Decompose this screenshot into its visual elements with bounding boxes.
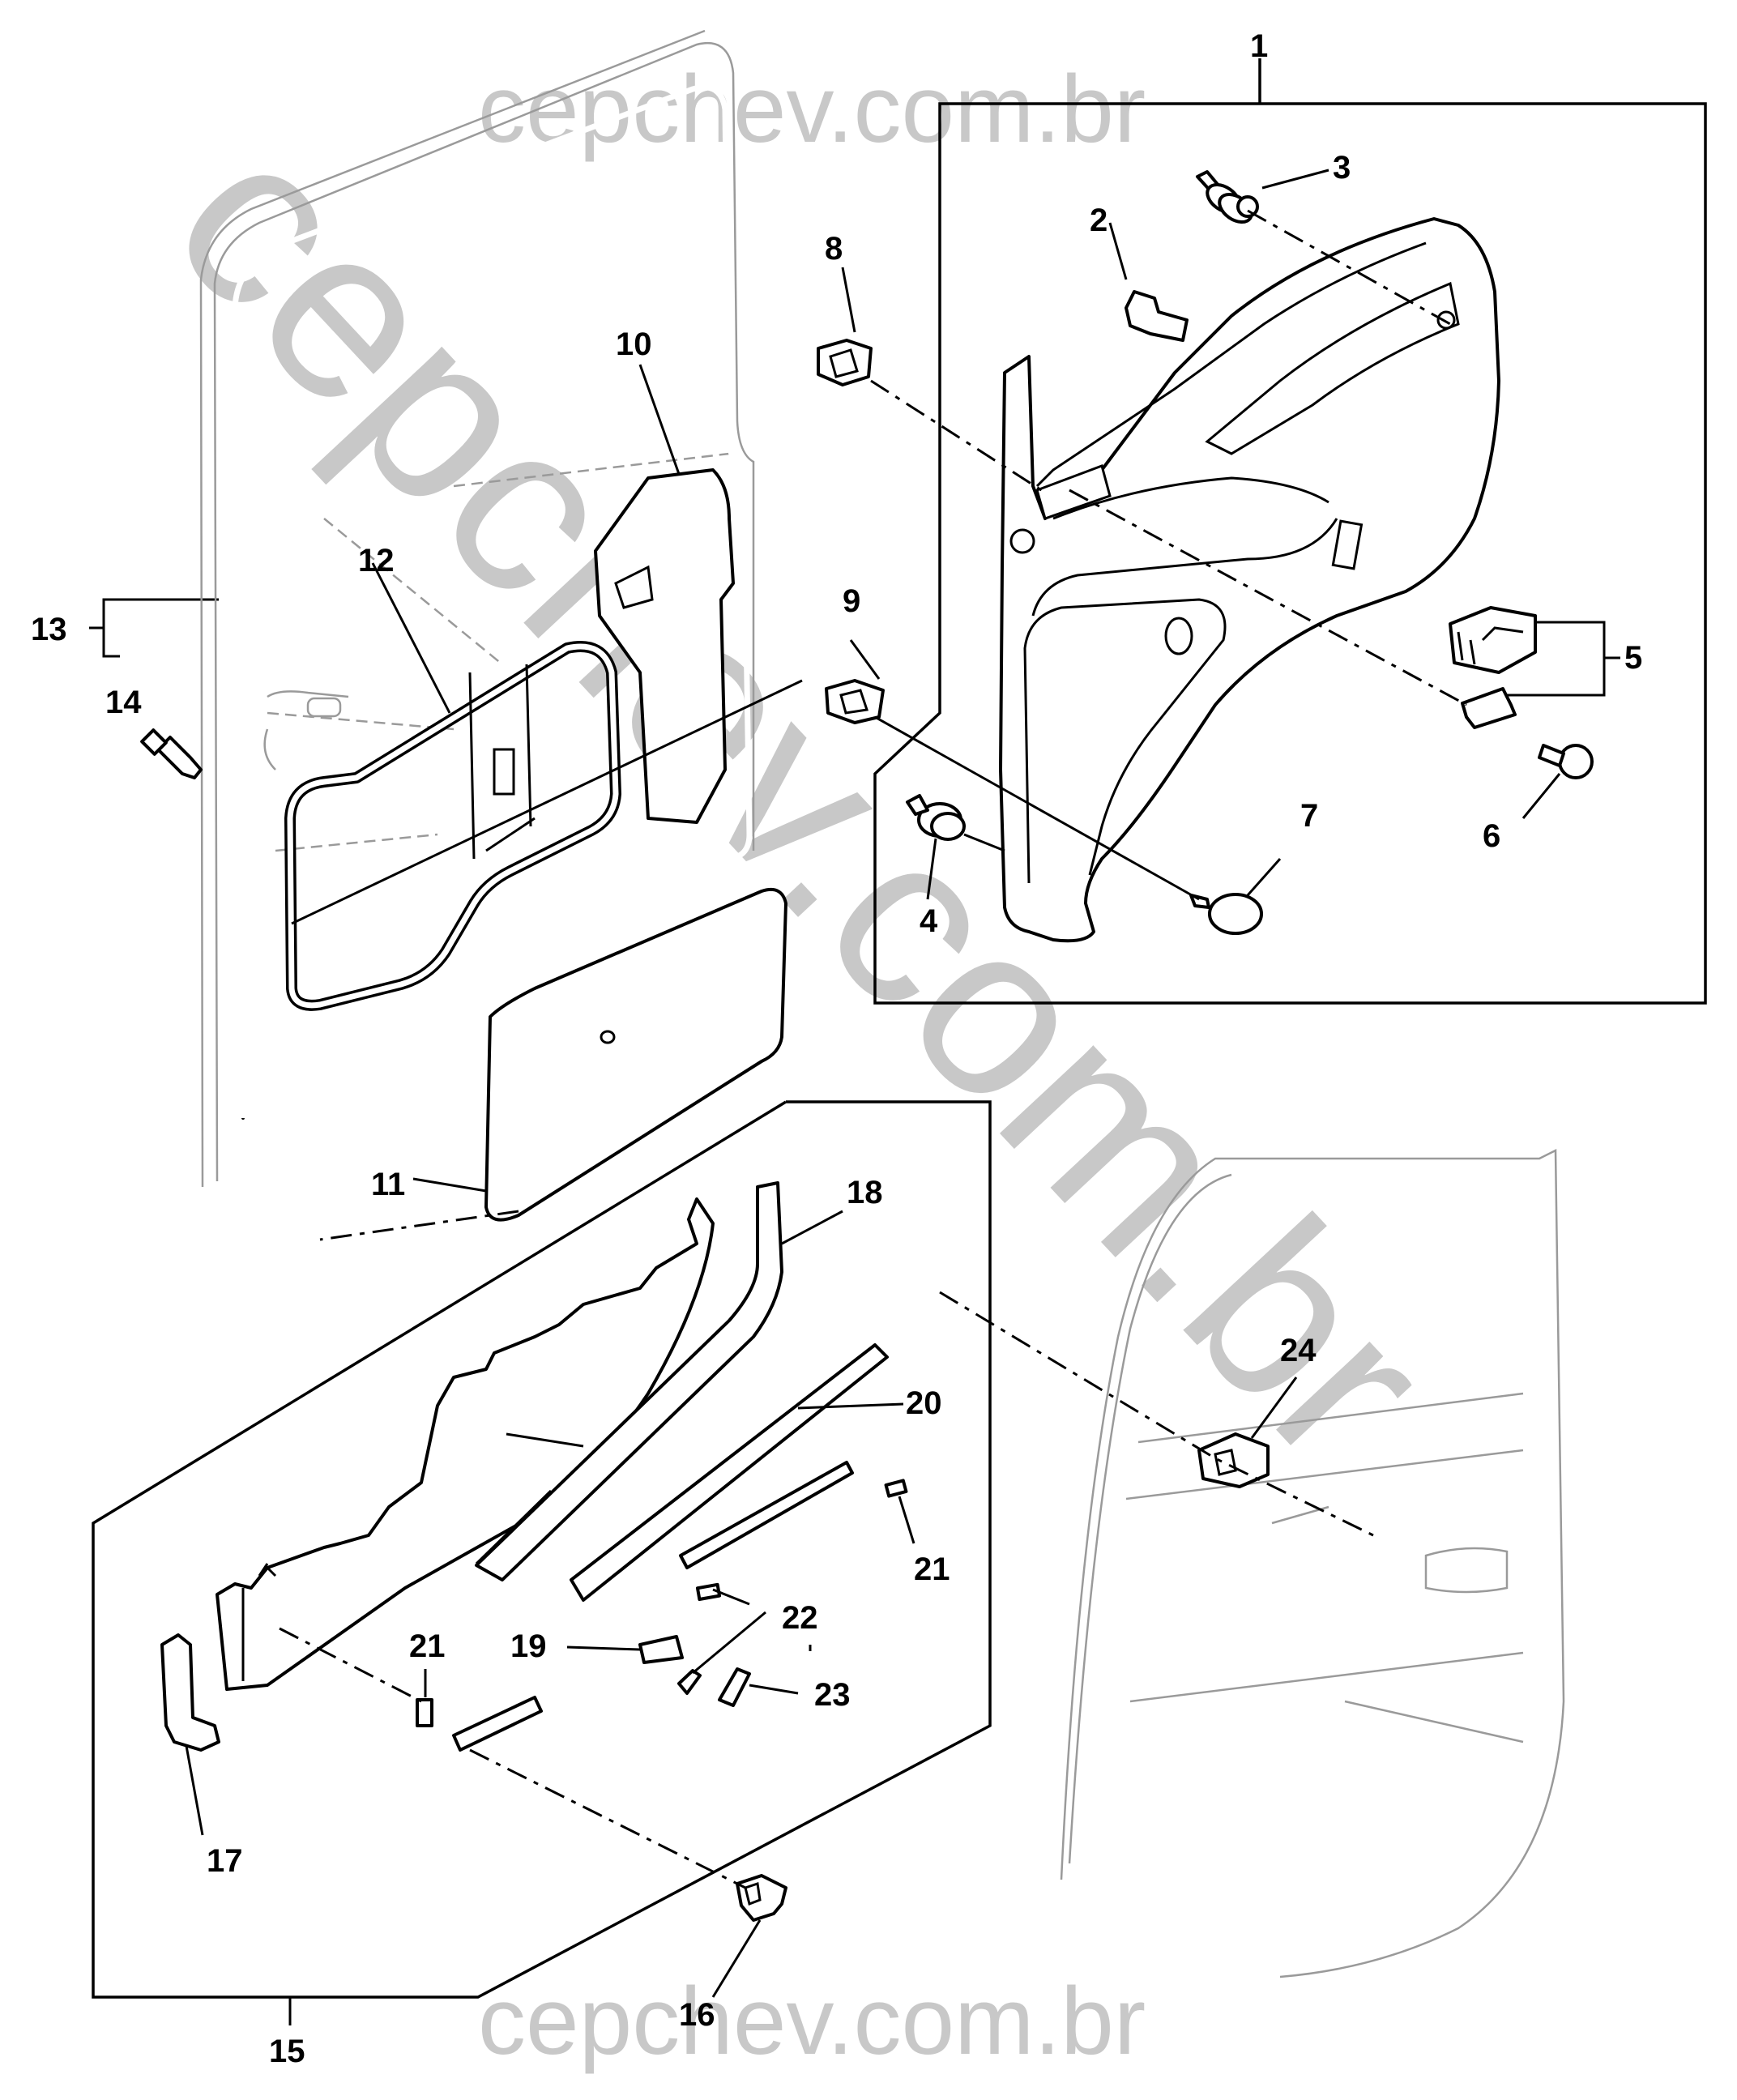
seal-piece-17 bbox=[160, 1633, 220, 1752]
push-pin-4 bbox=[906, 794, 966, 841]
callout-24: 24 bbox=[1280, 1333, 1317, 1368]
callout-1: 1 bbox=[1250, 28, 1268, 64]
callout-20: 20 bbox=[906, 1385, 942, 1421]
callout-4: 4 bbox=[920, 903, 938, 939]
callout-17: 17 bbox=[207, 1843, 243, 1879]
lower-strip bbox=[452, 1696, 543, 1752]
pad-21-left bbox=[416, 1698, 433, 1727]
seal-strip-18 bbox=[475, 1181, 783, 1581]
pad-21-right bbox=[884, 1479, 908, 1498]
door-trim-panel-1 bbox=[999, 217, 1500, 943]
retainer-9 bbox=[825, 679, 885, 724]
clip-14 bbox=[140, 728, 203, 779]
retainer-24 bbox=[1197, 1432, 1270, 1488]
assembly-lines bbox=[279, 209, 1467, 1889]
item-13-14-bracket bbox=[89, 598, 219, 658]
callout-2: 2 bbox=[1090, 203, 1107, 238]
callout-23: 23 bbox=[814, 1677, 851, 1713]
clip-5 bbox=[1449, 606, 1537, 674]
pad-22-b bbox=[677, 1669, 702, 1695]
item-15-group-frame bbox=[92, 1100, 992, 1999]
callout-5: 5 bbox=[1624, 640, 1642, 676]
callout-11: 11 bbox=[371, 1167, 405, 1202]
callout-16: 16 bbox=[679, 1997, 715, 2033]
callout-19: 19 bbox=[510, 1628, 547, 1664]
push-pin-3 bbox=[1196, 170, 1259, 224]
panel-insert-11 bbox=[484, 887, 787, 1222]
seal-strip bbox=[679, 1461, 854, 1569]
callout-8: 8 bbox=[825, 231, 843, 267]
pad-23 bbox=[718, 1667, 751, 1707]
callout-labels: 1 2 3 4 5 6 7 8 9 10 11 12 13 14 15 16 1… bbox=[31, 28, 1642, 2069]
callout-12: 12 bbox=[358, 543, 395, 578]
retainer-8 bbox=[817, 339, 873, 386]
callout-18: 18 bbox=[847, 1175, 883, 1210]
bracket-2 bbox=[1125, 290, 1189, 342]
callout-7: 7 bbox=[1300, 798, 1318, 834]
callout-22: 22 bbox=[782, 1600, 818, 1636]
callout-9: 9 bbox=[843, 583, 860, 619]
push-pin-7 bbox=[1189, 893, 1263, 935]
clip-plate-5 bbox=[1461, 687, 1517, 729]
watermark-top: cepchev.com.br bbox=[478, 56, 1146, 163]
callout-14: 14 bbox=[105, 685, 142, 720]
callout-21-left: 21 bbox=[409, 1628, 446, 1664]
callout-15: 15 bbox=[269, 2034, 305, 2069]
callout-13: 13 bbox=[31, 612, 67, 647]
door-frame-outline bbox=[199, 29, 755, 1188]
item-1-group-frame bbox=[873, 58, 1707, 1005]
retainer-16 bbox=[736, 1874, 787, 1922]
callout-10: 10 bbox=[616, 327, 652, 362]
item-5-bracket bbox=[1503, 621, 1620, 697]
leader-lines bbox=[185, 169, 1561, 1998]
watermark-bottom: cepchev.com.br bbox=[478, 1968, 1146, 2075]
callout-21-right: 21 bbox=[914, 1552, 950, 1587]
pad-19 bbox=[638, 1635, 684, 1664]
callout-3: 3 bbox=[1333, 150, 1351, 186]
screw-6 bbox=[1538, 744, 1594, 779]
vapor-barrier-10 bbox=[594, 468, 735, 824]
callout-6: 6 bbox=[1483, 818, 1500, 854]
pad-22-a bbox=[695, 1582, 722, 1601]
